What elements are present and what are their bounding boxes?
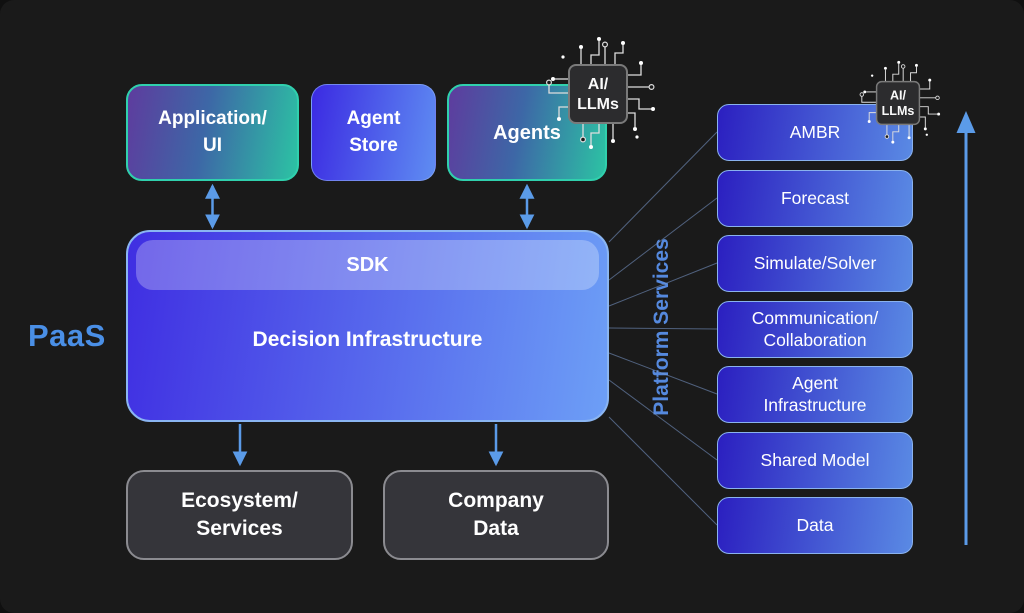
circuit-traces — [861, 63, 938, 141]
fan-line-data — [608, 416, 718, 526]
ai-llms-chip-icon: AI/ LLMs — [546, 37, 655, 149]
platform-box-label: Shared Model — [760, 449, 870, 470]
box-label: Services — [196, 517, 283, 540]
box-decision-infrastructure: SDK Decision Infrastructure — [126, 230, 609, 422]
box-application-ui: Application/ UI — [126, 84, 299, 181]
paas-label: PaaS — [28, 318, 106, 353]
platform-box-label: Agent — [792, 372, 838, 393]
box-company-data: Company Data — [383, 470, 609, 560]
chip-label: AI/ — [588, 76, 609, 93]
chip-label: LLMs — [882, 104, 915, 118]
box-ecosystem-services: Ecosystem/ Services — [126, 470, 353, 560]
sdk-label: SDK — [346, 253, 389, 276]
box-label: Data — [473, 517, 519, 540]
platform-box-label: Infrastructure — [763, 394, 867, 415]
box-agent-store: Agent Store — [311, 84, 436, 181]
chip-label: LLMs — [577, 96, 619, 113]
platform-box-simulate-solver: Simulate/Solver — [717, 235, 913, 292]
box-label: Agents — [493, 121, 561, 144]
up-arrow-head — [956, 111, 976, 133]
box-label: UI — [203, 134, 222, 156]
box-label: Application/ — [158, 107, 267, 129]
platform-box-label: Forecast — [780, 187, 850, 208]
circuit-traces — [548, 41, 651, 145]
ai-llms-chip-icon: AI/ LLMs — [859, 60, 941, 144]
platform-box-forecast: Forecast — [717, 170, 913, 227]
box-label: Ecosystem/ — [181, 488, 298, 512]
platform-box-data: Data — [717, 497, 913, 554]
box-label: Agent — [346, 107, 401, 129]
chip-body — [568, 64, 628, 124]
chip-label: AI/ — [890, 88, 907, 102]
platform-box-label: Communication/ — [751, 307, 879, 328]
decision-infrastructure-label: Decision Infrastructure — [252, 328, 483, 351]
platform-box-label: Simulate/Solver — [753, 252, 877, 273]
circuit-hollow-dots — [546, 41, 655, 143]
box-agents: Agents — [447, 84, 607, 181]
platform-services-label: Platform Services — [650, 238, 673, 416]
platform-box-communication-collaboration: Communication/ Collaboration — [717, 301, 913, 358]
box-label: Store — [349, 134, 398, 156]
box-label: Company — [448, 488, 544, 512]
circuit-dots — [863, 60, 941, 144]
sdk-band: SDK — [136, 240, 599, 290]
circuit-hollow-dots — [859, 64, 940, 139]
platform-box-agent-infrastructure: Agent Infrastructure — [717, 366, 913, 423]
chip-body — [875, 80, 921, 126]
platform-box-label: AMBR — [789, 121, 841, 142]
platform-box-shared-model: Shared Model — [717, 432, 913, 489]
platform-box-label: Data — [796, 514, 834, 535]
platform-box-label: Collaboration — [763, 329, 867, 350]
